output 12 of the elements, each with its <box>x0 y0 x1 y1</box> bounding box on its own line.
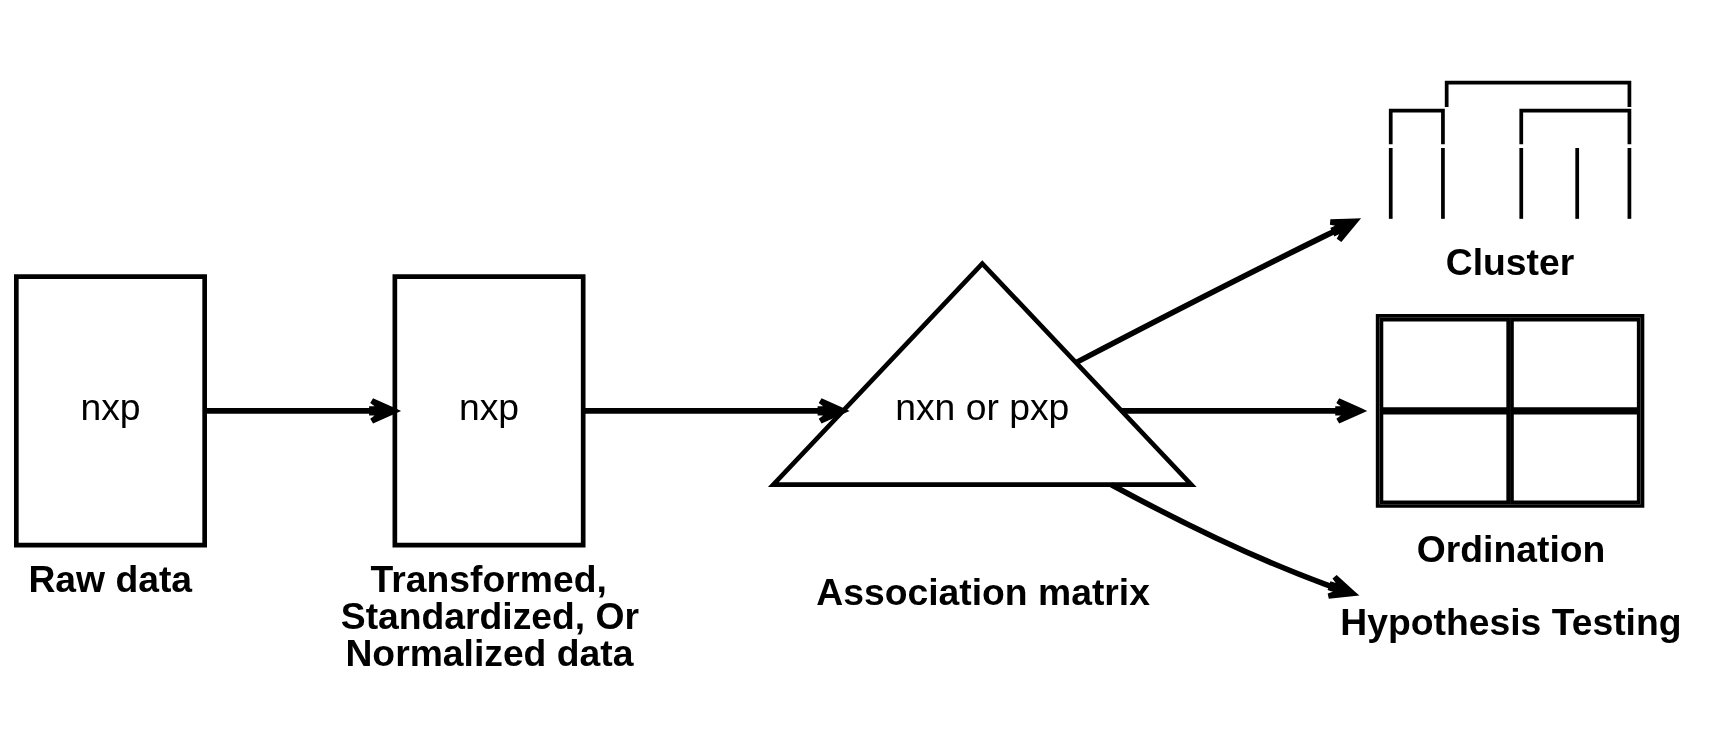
node-text: Hypothesis Testing <box>1340 600 1682 643</box>
arrow <box>205 397 398 424</box>
node-label: Transformed, Standardized, Or Normalized data <box>340 557 640 674</box>
node-label: Ordination <box>1416 527 1606 570</box>
node-label: Raw data <box>28 557 193 600</box>
node-label: Cluster <box>1445 240 1575 283</box>
node-label: Association matrix <box>816 570 1150 613</box>
node-grid <box>1375 313 1645 508</box>
arrow <box>1121 397 1364 424</box>
node-box: nxp <box>392 273 586 547</box>
node-box: nxp <box>14 273 207 547</box>
arrow <box>1075 218 1358 365</box>
